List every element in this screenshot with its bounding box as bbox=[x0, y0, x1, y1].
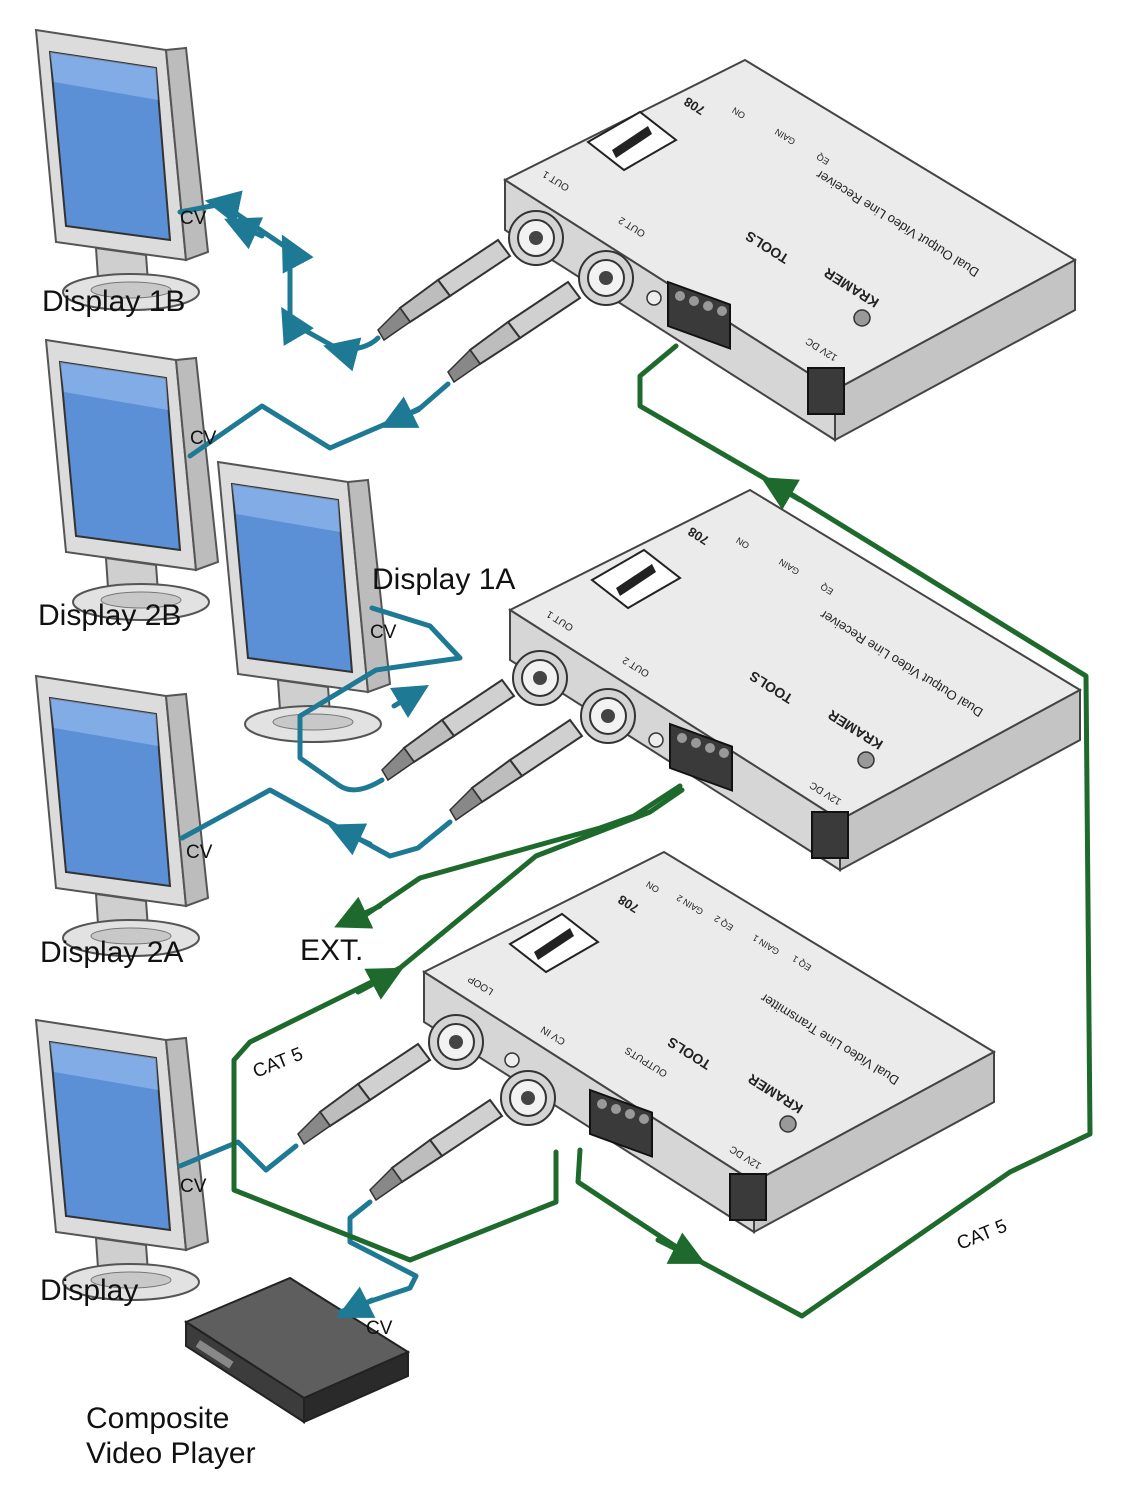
cable-display-2b-arrow bbox=[380, 396, 423, 428]
display-monitor bbox=[35, 1019, 209, 1301]
label-cv-player: CV bbox=[366, 1318, 393, 1339]
display-1a-monitor bbox=[217, 461, 391, 743]
cable-display-1b-arrow bbox=[224, 217, 265, 250]
label-player-line2: Video Player bbox=[86, 1437, 256, 1470]
cat5-top-arrow bbox=[760, 477, 803, 510]
cable-display-2a bbox=[179, 787, 453, 859]
cable-display-2a-arrow bbox=[328, 823, 373, 856]
cat5-bottom-arrow bbox=[655, 1232, 706, 1264]
label-cat5-right: CAT 5 bbox=[954, 1216, 1010, 1255]
transmitter-device: 708 Dual Video Line Transmitter KRAMER T… bbox=[423, 851, 995, 1233]
label-display-2a: Display 2A bbox=[40, 936, 183, 969]
cable-display bbox=[177, 1139, 299, 1173]
label-player-line1: Composite bbox=[86, 1402, 229, 1435]
cable-display-2b bbox=[187, 381, 451, 459]
label-cv-1b: CV bbox=[180, 208, 207, 229]
label-display-1a: Display 1A bbox=[372, 563, 515, 596]
receiver-mid-device: 708 Dual Output Video Line Receiver KRAM… bbox=[509, 489, 1081, 871]
receiver-top-device: 708 Dual Output Video Line Receiver KRAM… bbox=[504, 59, 1076, 441]
label-display-1b: Display 1B bbox=[42, 285, 185, 318]
label-display-2b: Display 2B bbox=[38, 599, 181, 632]
display-2b-monitor bbox=[45, 339, 219, 621]
cable-player-arrow bbox=[336, 1286, 376, 1318]
cat5-mid-arrow bbox=[355, 967, 404, 1000]
label-cat5-left: CAT 5 bbox=[250, 1044, 306, 1083]
display-2a-monitor bbox=[35, 675, 209, 957]
composite-video-player bbox=[183, 1276, 411, 1424]
cat5-transmitter-loop bbox=[231, 787, 685, 1263]
cat5-to-receiver-mid bbox=[361, 783, 683, 919]
label-cv-display: CV bbox=[180, 1176, 207, 1197]
label-cv-2b: CV bbox=[190, 428, 217, 449]
cat5-to-receiver-top bbox=[575, 343, 1093, 1319]
label-cv-1a: CV bbox=[370, 622, 397, 643]
label-ext: EXT. bbox=[300, 934, 363, 967]
cable-display-1a bbox=[297, 605, 463, 793]
display-1b-monitor bbox=[35, 29, 209, 311]
label-cv-2a: CV bbox=[186, 842, 213, 863]
cable-display-1a-arrow bbox=[389, 684, 430, 719]
cable-display-1b bbox=[177, 190, 381, 372]
label-display: Display bbox=[40, 1274, 138, 1307]
ext-arrow bbox=[334, 896, 383, 929]
